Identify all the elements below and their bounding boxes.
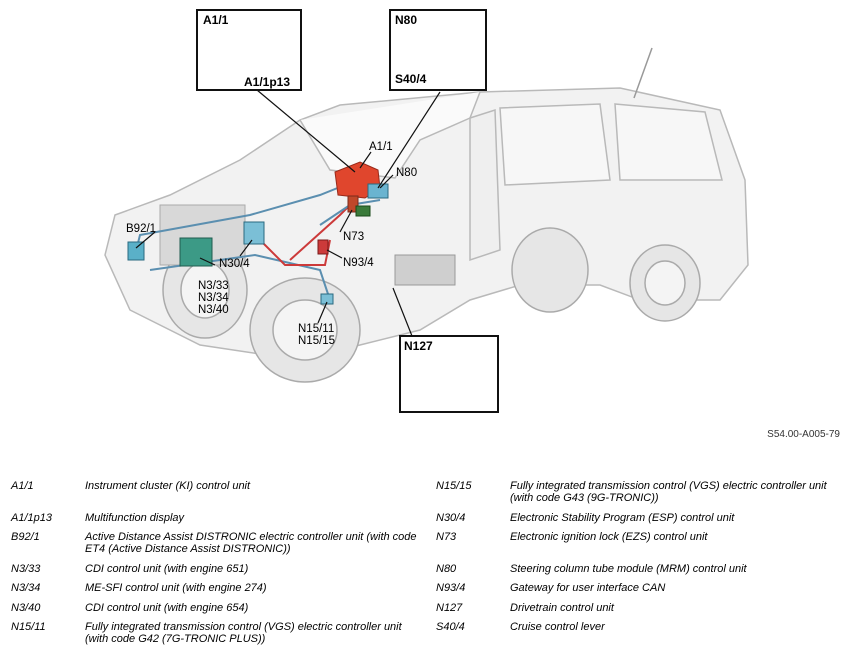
legend-desc: Active Distance Assist DISTRONIC electri… <box>85 531 417 555</box>
legend-desc: Instrument cluster (KI) control unit <box>85 480 251 492</box>
callout-label-a1-1: A1/1 <box>203 13 229 27</box>
legend-code: B92/1 <box>11 531 40 543</box>
callout-label-n127: N127 <box>404 339 433 353</box>
drivetrain-unit-callout: N127 <box>399 335 499 413</box>
legend-code: A1/1p13 <box>11 512 52 524</box>
antenna <box>633 47 653 99</box>
legend-desc: ME-SFI control unit (with engine 274) <box>85 582 267 594</box>
legend-code: N93/4 <box>436 582 466 594</box>
legend-desc: Cruise control lever <box>510 621 605 633</box>
n30-4-unit <box>243 221 265 245</box>
callout-label-n80: N80 <box>395 13 418 27</box>
legend-desc: Electronic Stability Program (ESP) contr… <box>510 512 735 524</box>
legend-code: N127 <box>436 602 463 614</box>
label-n93-4: N93/4 <box>343 257 374 269</box>
figure-reference: S54.00-A005-79 <box>767 429 840 440</box>
legend-left: A1/1 Instrument cluster (KI) control uni… <box>11 480 421 650</box>
steering-module-callout: N80 S40/4 <box>389 9 487 91</box>
legend-code: N15/11 <box>11 621 46 633</box>
label-a1-1: A1/1 <box>369 141 393 153</box>
van-body <box>104 87 749 361</box>
legend-code: N3/34 <box>11 582 41 594</box>
b92-1-unit <box>127 241 145 261</box>
callout-label-a1-1p13: A1/1p13 <box>244 75 291 89</box>
legend-desc: Drivetrain control unit <box>510 602 614 614</box>
label-n73: N73 <box>343 231 365 243</box>
n93-4-connector <box>317 239 329 255</box>
legend-code: N3/33 <box>11 563 41 575</box>
n73-unit <box>347 195 359 213</box>
label-b92-1: B92/1 <box>126 223 157 235</box>
legend-desc: Fully integrated transmission control (V… <box>85 621 402 645</box>
legend-code: N15/15 <box>436 480 472 492</box>
legend-desc: CDI control unit (with engine 654) <box>85 602 249 614</box>
legend-code: N80 <box>436 563 457 575</box>
legend-right: N15/15 Fully integrated transmission con… <box>436 480 846 650</box>
n80-unit <box>367 183 389 199</box>
n15-unit <box>320 293 334 305</box>
legend-code: A1/1 <box>11 480 34 492</box>
legend-desc: Steering column tube module (MRM) contro… <box>510 563 747 575</box>
rear-wheel <box>511 227 701 322</box>
callout-label-s40-4: S40/4 <box>395 72 427 86</box>
legend-desc: CDI control unit (with engine 651) <box>85 563 249 575</box>
legend-code: S40/4 <box>436 621 465 633</box>
legend-desc: Gateway for user interface CAN <box>510 582 666 594</box>
legend-desc: Multifunction display <box>85 512 185 524</box>
legend-code: N3/40 <box>11 602 41 614</box>
legend-code: N30/4 <box>436 512 466 524</box>
label-n80: N80 <box>396 167 418 179</box>
legend-code: N73 <box>436 531 457 543</box>
instrument-cluster-callout: A1/1 A1/1p13 <box>196 9 302 91</box>
leader-lines <box>135 89 441 337</box>
vehicle-diagram: A1/1 A1/1p13 N80 S40/4 N127 A1/1 N80 N73… <box>104 9 749 413</box>
label-n3-group: N3/33 N3/34 N3/40 <box>198 280 229 316</box>
legend-desc: Fully integrated transmission control (V… <box>510 480 827 504</box>
n93-4-unit <box>355 205 371 217</box>
label-n30-4: N30/4 <box>219 258 250 270</box>
label-n15-group: N15/11 N15/15 <box>298 323 336 347</box>
legend-desc: Electronic ignition lock (EZS) control u… <box>510 531 708 543</box>
